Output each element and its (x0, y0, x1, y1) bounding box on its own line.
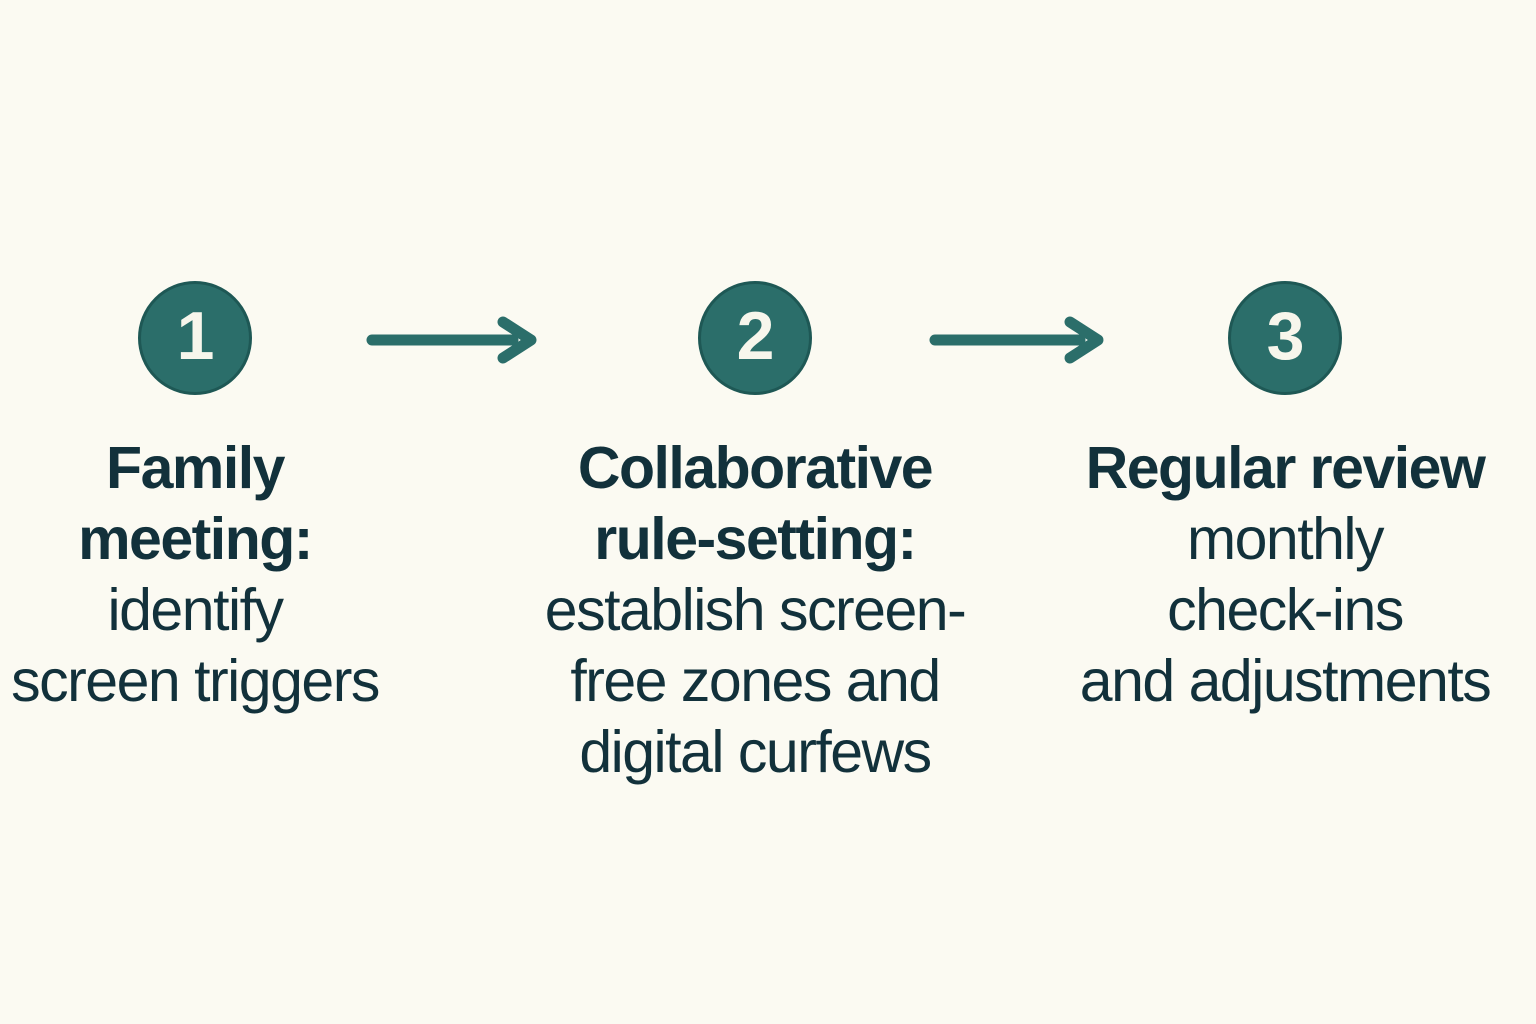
step-1-title-line: Family (106, 435, 285, 501)
step-2-number: 2 (736, 298, 775, 374)
step-2-number-badge: 2 (698, 281, 812, 395)
step-3-desc-line: and adjustments (1079, 648, 1492, 714)
step-2-desc-line: digital curfews (579, 719, 932, 785)
step-1-number: 1 (176, 298, 215, 374)
step-3: 3 Regular review monthly check-ins and a… (1045, 281, 1525, 717)
step-2-title-line: Collaborative (577, 435, 934, 501)
step-1: 1 Family meeting: identify screen trigge… (0, 281, 405, 717)
step-3-number: 3 (1266, 298, 1305, 374)
step-3-title-line: Regular review (1085, 435, 1486, 501)
step-3-desc-line: check-ins (1167, 577, 1404, 643)
step-3-number-badge: 3 (1228, 281, 1342, 395)
step-2: 2 Collaborative rule-setting: establish … (513, 281, 997, 788)
step-1-desc-line: identify (107, 577, 284, 643)
step-2-title-line: rule-setting: (594, 506, 917, 572)
step-1-number-badge: 1 (138, 281, 252, 395)
step-2-desc-line: free zones and (570, 648, 941, 714)
step-1-title-line: meeting: (78, 506, 313, 572)
step-3-desc-line: monthly (1186, 506, 1385, 572)
step-1-desc-line: screen triggers (11, 648, 380, 714)
right-arrow-icon (366, 316, 537, 364)
step-2-desc-line: establish screen- (544, 577, 967, 643)
right-arrow-icon (929, 316, 1104, 364)
